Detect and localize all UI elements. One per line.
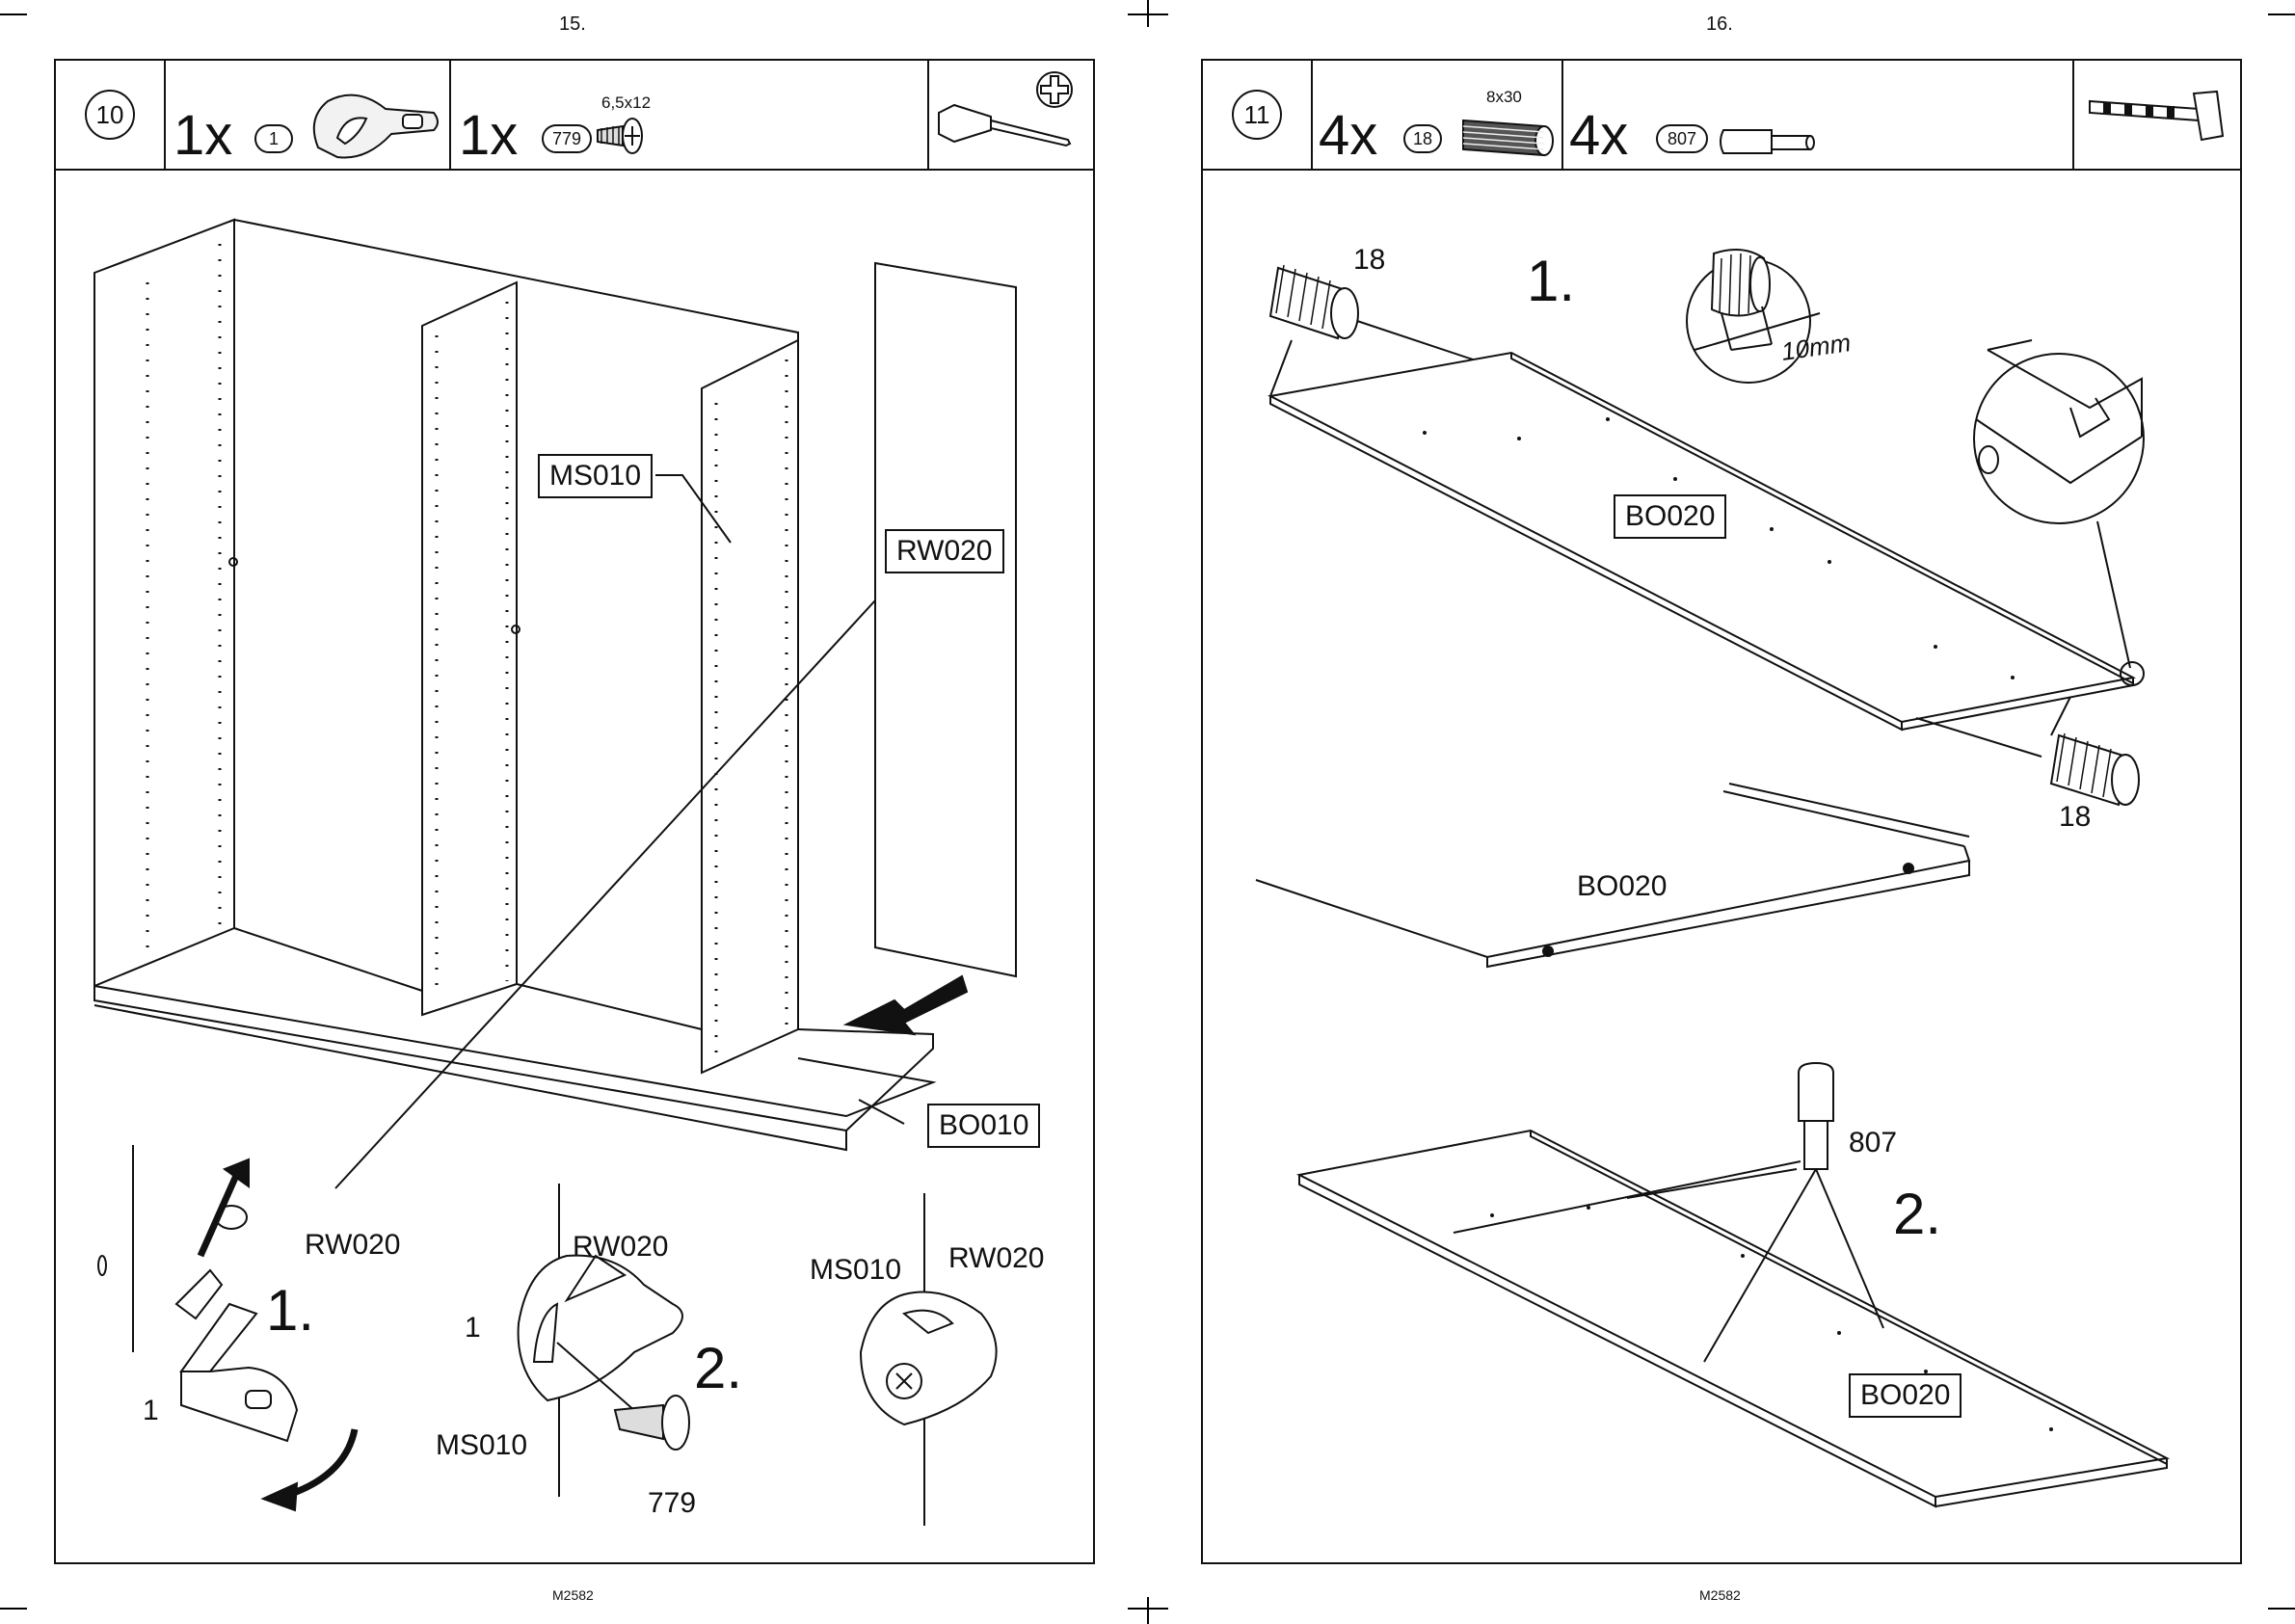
page-number-left: 15.	[559, 13, 586, 36]
dowel-top-label: 18	[1353, 244, 1385, 277]
trim-mark	[0, 1608, 27, 1610]
instruction-panel-step-11: 11 4x 18 8x30 4x 807	[1201, 59, 2242, 1564]
step1-label: 1.	[1527, 248, 1575, 314]
dowel-bottom-label: 18	[2059, 801, 2091, 834]
trim-mark	[1128, 1608, 1168, 1610]
part-tag-rw020: RW020	[885, 529, 1004, 573]
wardrobe-assembly-drawing	[56, 61, 1093, 1562]
part-tag-bo020-bottom: BO020	[1849, 1373, 1961, 1418]
trim-mark	[2268, 1608, 2295, 1610]
detail1-step: 1.	[266, 1277, 314, 1344]
footer-code-left: M2582	[552, 1587, 594, 1603]
detail1-panel-label: RW020	[305, 1229, 401, 1262]
trim-mark	[1147, 1597, 1149, 1624]
detail2-part-label: 1	[465, 1312, 481, 1344]
detail3-left-label: MS010	[810, 1254, 901, 1287]
detail2-panel-bottom-label: MS010	[436, 1429, 527, 1462]
footer-code-right: M2582	[1699, 1587, 1741, 1603]
part-tag-bo010: BO010	[927, 1104, 1040, 1148]
trim-mark	[0, 13, 27, 15]
detail2-panel-top-label: RW020	[573, 1231, 669, 1264]
detail2-screw-label: 779	[648, 1487, 696, 1520]
board-mid-label: BO020	[1577, 870, 1667, 903]
detail3-right-label: RW020	[948, 1242, 1045, 1275]
detail1-part-label: 1	[143, 1395, 159, 1427]
step2-label: 2.	[1893, 1181, 1941, 1247]
trim-mark	[2268, 13, 2295, 15]
page-number-right: 16.	[1706, 13, 1733, 36]
pin-label: 807	[1849, 1127, 1897, 1159]
part-tag-bo020-top: BO020	[1614, 494, 1726, 539]
detail2-step: 2.	[694, 1335, 742, 1401]
part-tag-ms010: MS010	[538, 454, 653, 498]
instruction-panel-step-10: 10 1x 1 1x 779 6,5x12	[54, 59, 1095, 1564]
trim-mark	[1128, 13, 1168, 15]
